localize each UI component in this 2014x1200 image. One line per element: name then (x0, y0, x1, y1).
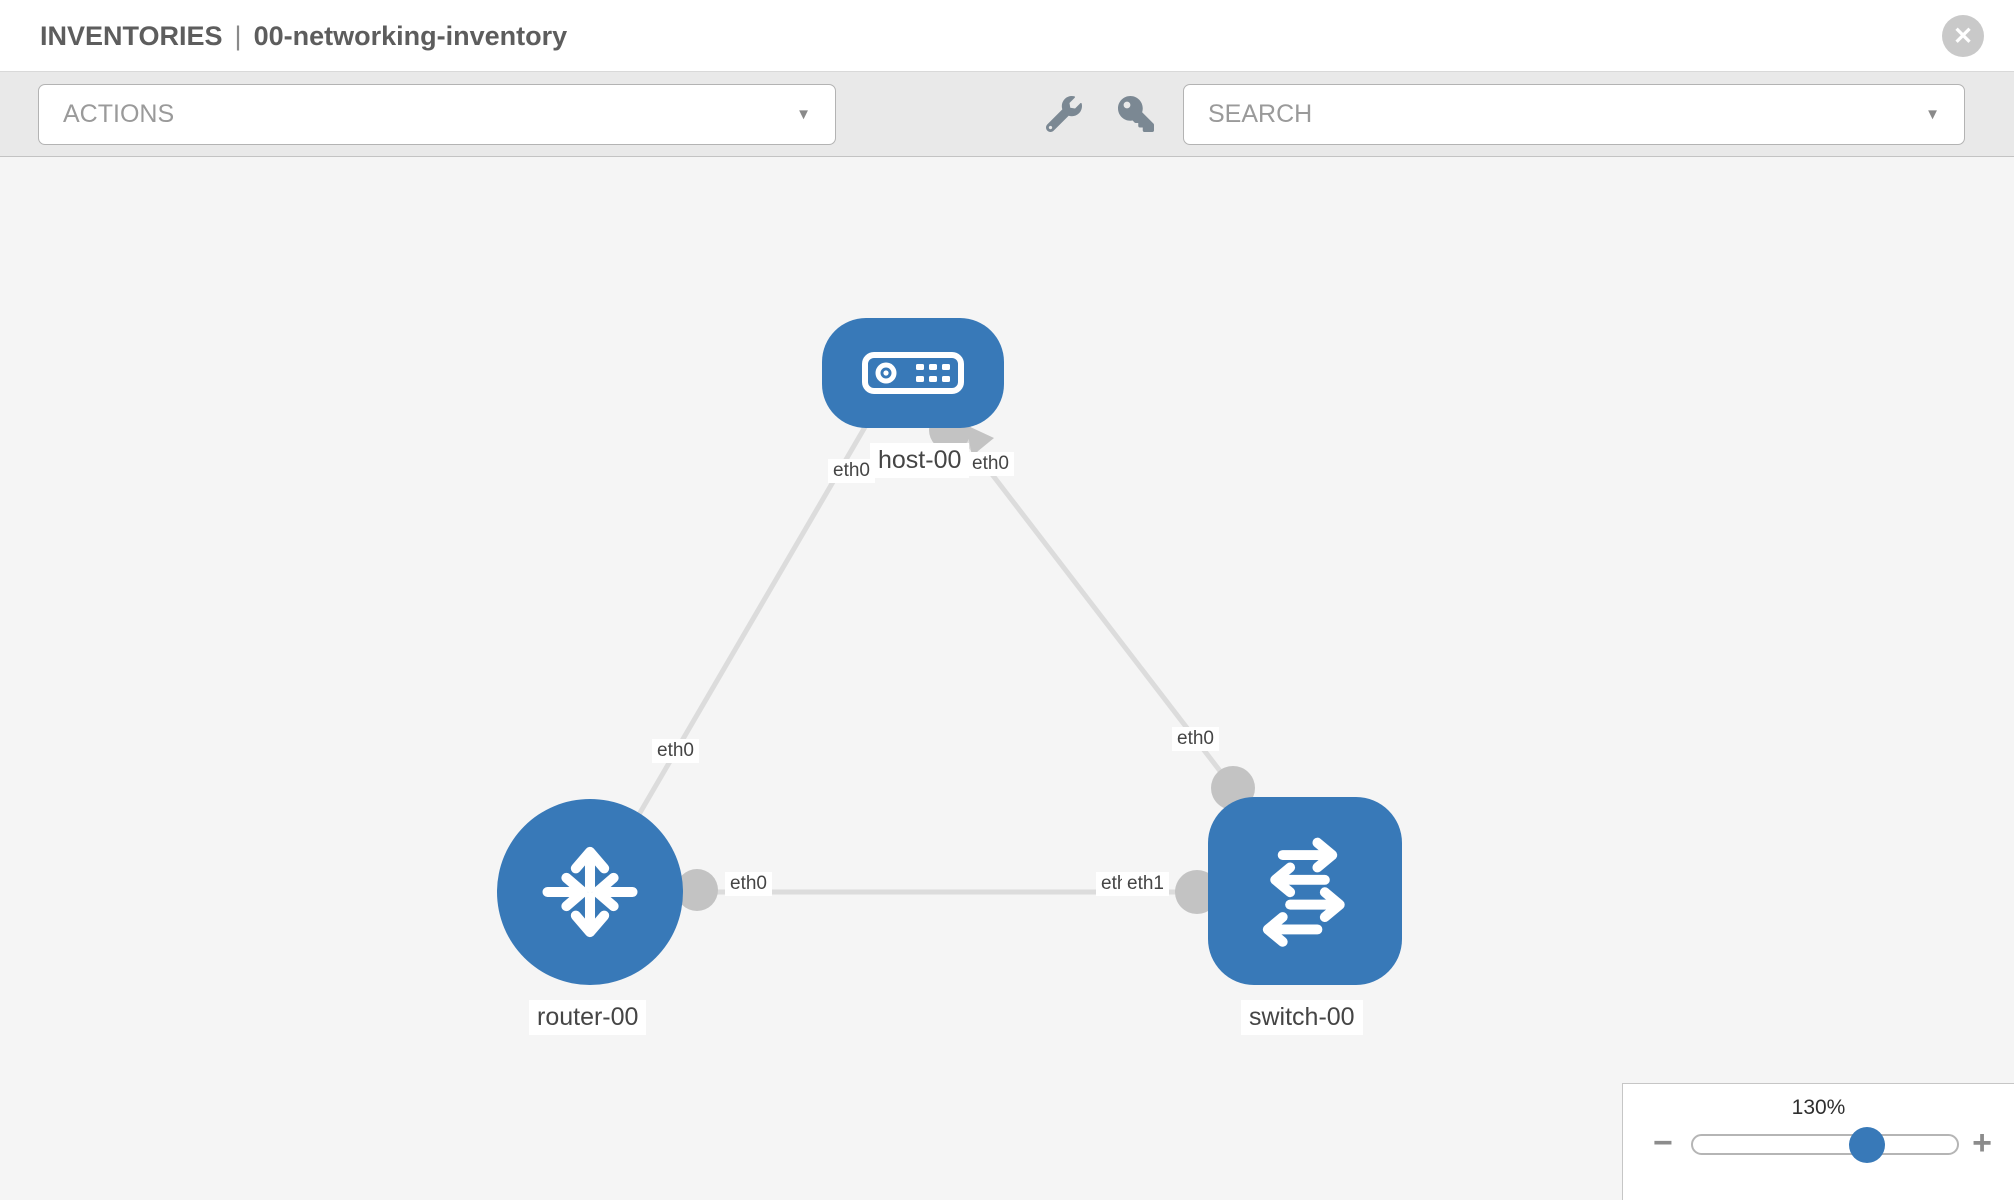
toolbar: ACTIONS ▼ SEARCH ▼ (0, 72, 2014, 157)
node-label-host: host-00 (870, 443, 970, 478)
page-header: INVENTORIES | 00-networking-inventory ✕ (0, 0, 2014, 72)
zoom-in-button[interactable]: + (1972, 1124, 1992, 1162)
node-label-switch: switch-00 (1241, 1000, 1363, 1035)
search-dropdown-label: SEARCH (1208, 100, 1313, 128)
close-glyph: ✕ (1952, 22, 1974, 50)
interface-label: eth0 (828, 459, 875, 483)
page-title: INVENTORIES | 00-networking-inventory (40, 0, 567, 72)
wrench-icon[interactable] (1046, 96, 1082, 132)
zoom-out-button[interactable]: − (1653, 1124, 1673, 1162)
link-host-router[interactable] (617, 413, 875, 849)
close-icon[interactable]: ✕ (1942, 15, 1984, 57)
chevron-down-icon: ▼ (796, 106, 811, 123)
breadcrumb-section: INVENTORIES (40, 20, 223, 51)
router-icon (542, 846, 638, 938)
host-icon (862, 352, 964, 394)
zoom-control-panel: 130% − + (1622, 1083, 2014, 1200)
node-label-router: router-00 (529, 1000, 647, 1035)
node-switch-00[interactable] (1208, 797, 1402, 985)
links-layer (617, 409, 1255, 914)
interface-label: eth0 (1172, 727, 1219, 751)
breadcrumb-divider: | (234, 20, 242, 51)
actions-dropdown-label: ACTIONS (63, 100, 175, 128)
zoom-slider-track[interactable] (1691, 1127, 1959, 1163)
zoom-slider-handle[interactable] (1849, 1127, 1885, 1163)
zoom-level-value: 130% (1791, 1096, 1846, 1119)
topology-canvas[interactable]: host-00 router-00 switch-00 eth0 eth0 et… (0, 157, 2014, 1200)
interface-connector-router[interactable] (676, 869, 718, 911)
search-dropdown[interactable]: SEARCH ▼ (1183, 84, 1965, 145)
interface-label: eth0 (967, 452, 1014, 476)
chevron-down-icon: ▼ (1925, 106, 1940, 123)
link-arrowhead (966, 425, 994, 456)
node-host-00[interactable] (822, 318, 1004, 428)
key-icon[interactable] (1118, 96, 1154, 132)
actions-dropdown[interactable]: ACTIONS ▼ (38, 84, 836, 145)
interface-label: eth0 (652, 739, 699, 763)
interface-label: eth0 (725, 872, 772, 896)
breadcrumb-inventory-name: 00-networking-inventory (253, 20, 568, 51)
node-router-00[interactable] (497, 799, 683, 985)
zoom-slider-row: − + (1623, 1124, 2014, 1163)
switch-icon (1262, 837, 1345, 947)
interface-label: eth1 (1122, 872, 1169, 896)
